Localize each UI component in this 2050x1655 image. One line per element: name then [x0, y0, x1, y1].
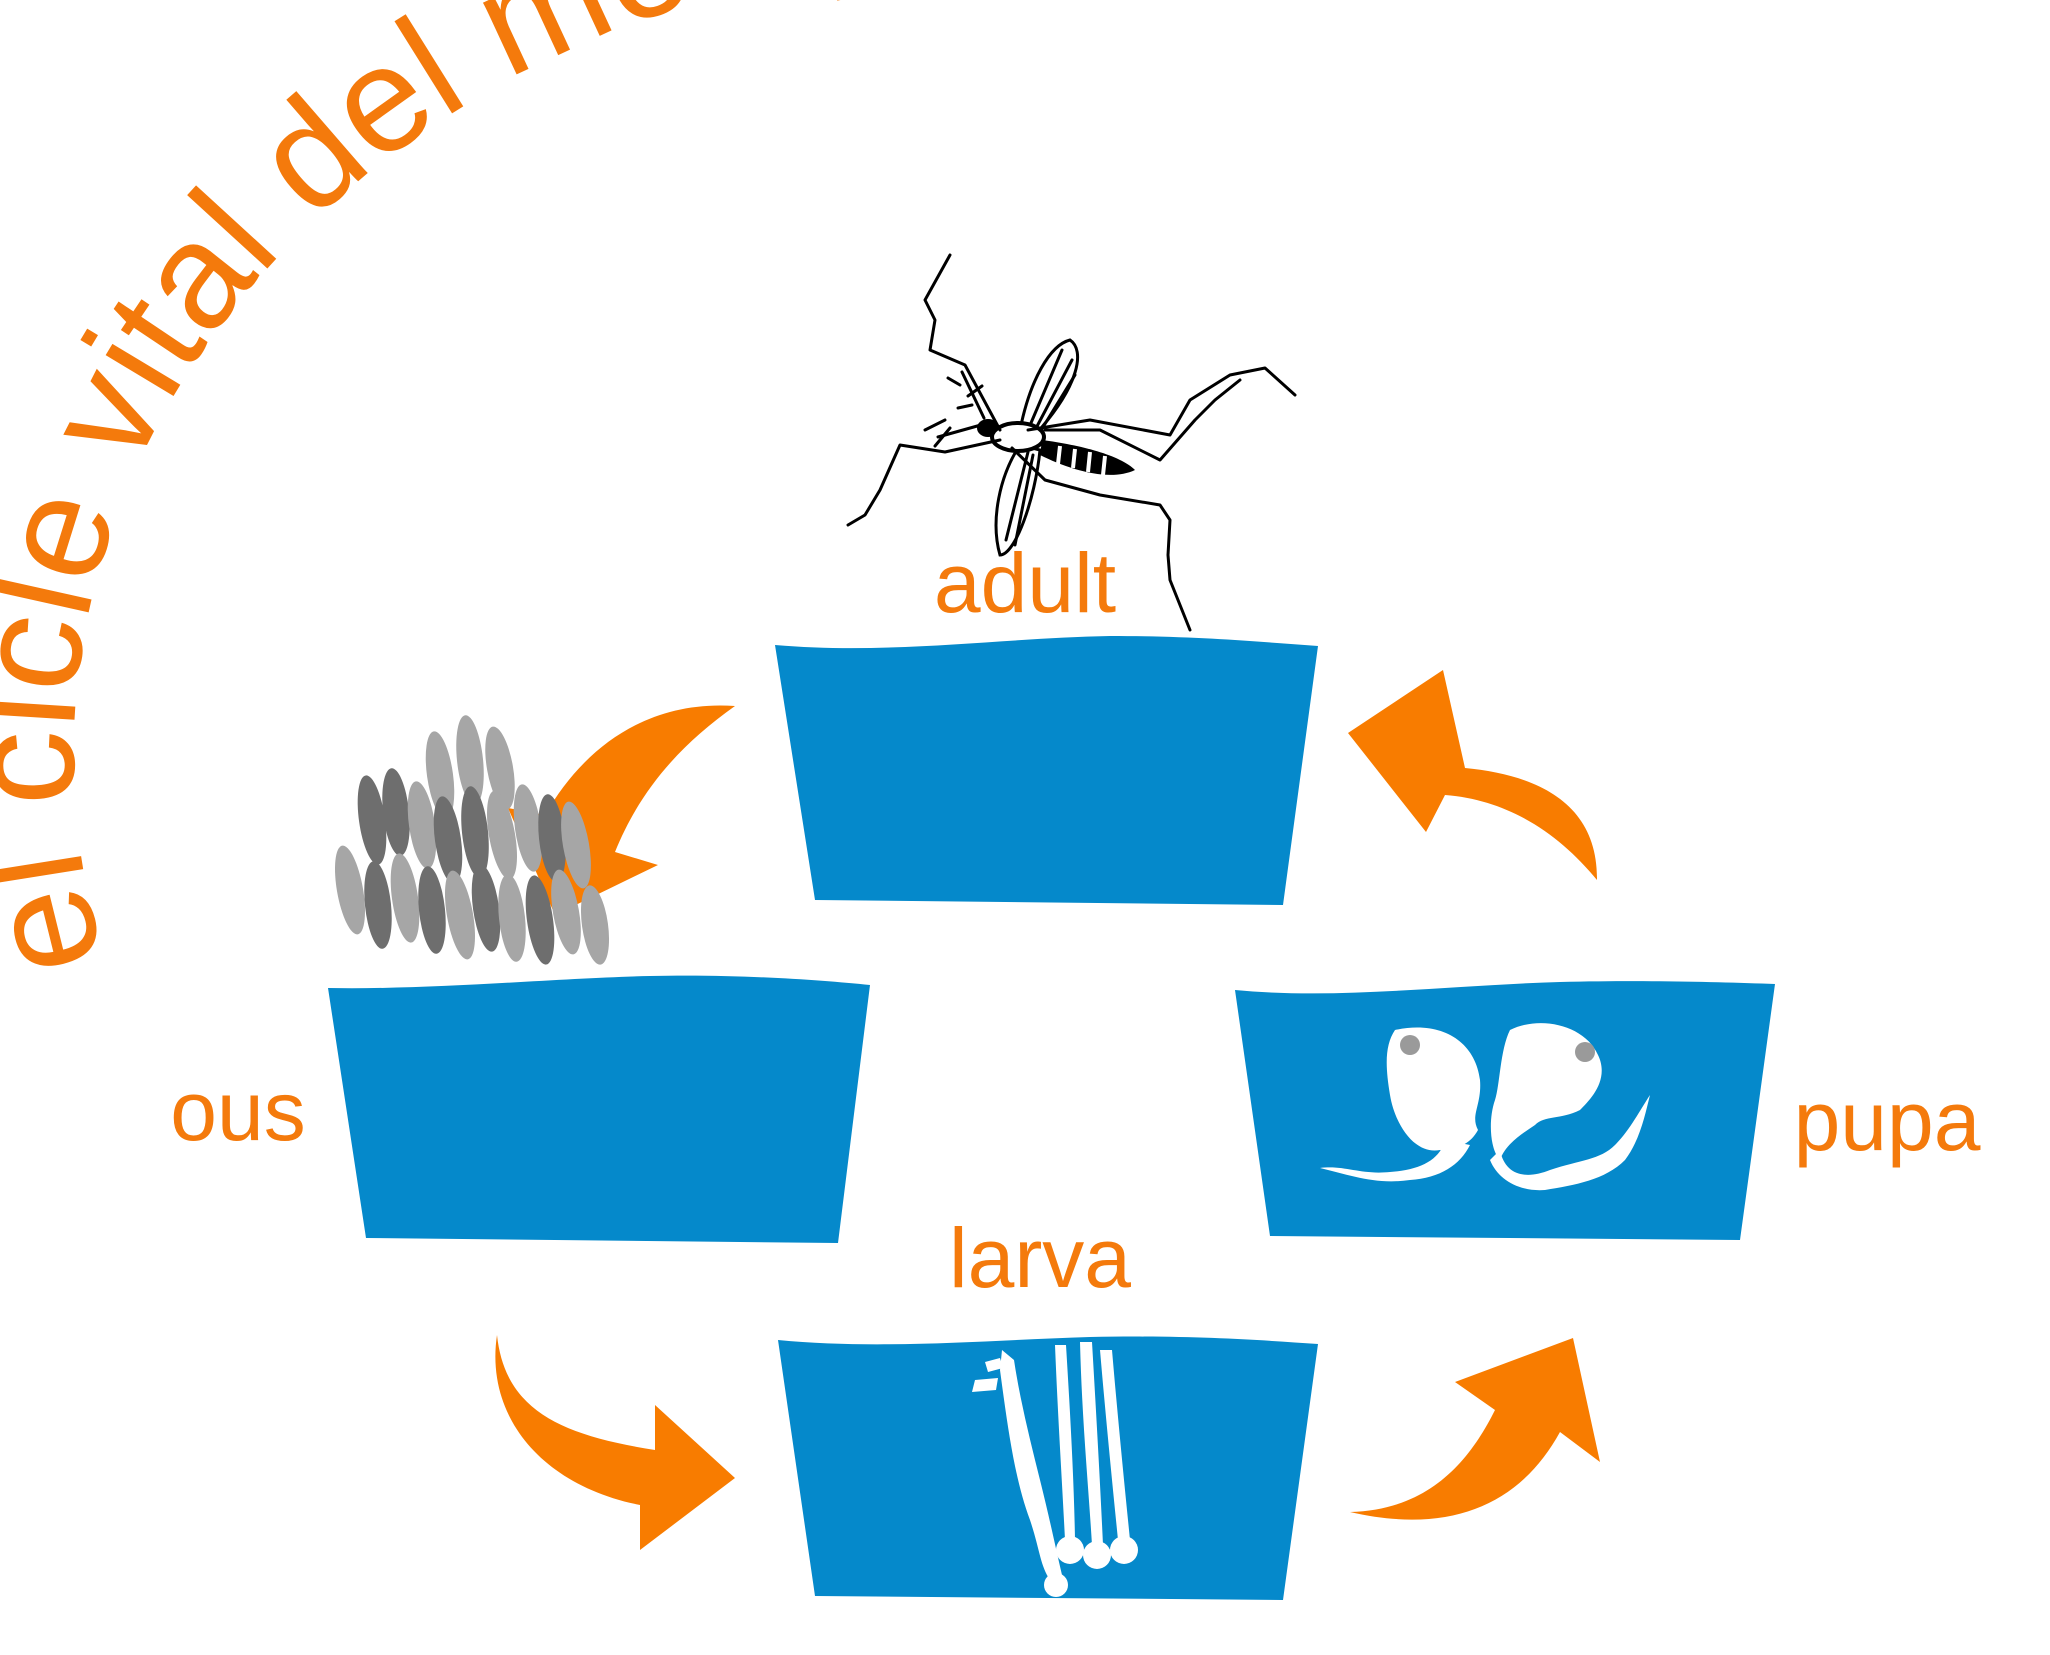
- stage-label-adult: adult: [934, 536, 1116, 630]
- water-tank-larva: [778, 1336, 1318, 1600]
- arrow-pupa-to-adult: [1348, 670, 1598, 880]
- eggs-icon: [335, 715, 610, 965]
- mosquito-icon: [846, 253, 1297, 632]
- stage-label-larva: larva: [949, 1211, 1131, 1305]
- stage-label-eggs: ous: [170, 1064, 305, 1158]
- arrow-larva-to-pupa: [1350, 1338, 1600, 1520]
- water-tank-eggs: [328, 975, 870, 1243]
- larvae-icon: [972, 1342, 1138, 1597]
- pupae-icon: [1320, 1023, 1650, 1191]
- water-tank-adult: [775, 636, 1318, 905]
- arrow-eggs-to-larva: [495, 1335, 735, 1550]
- stage-label-pupa: pupa: [1794, 1074, 1981, 1168]
